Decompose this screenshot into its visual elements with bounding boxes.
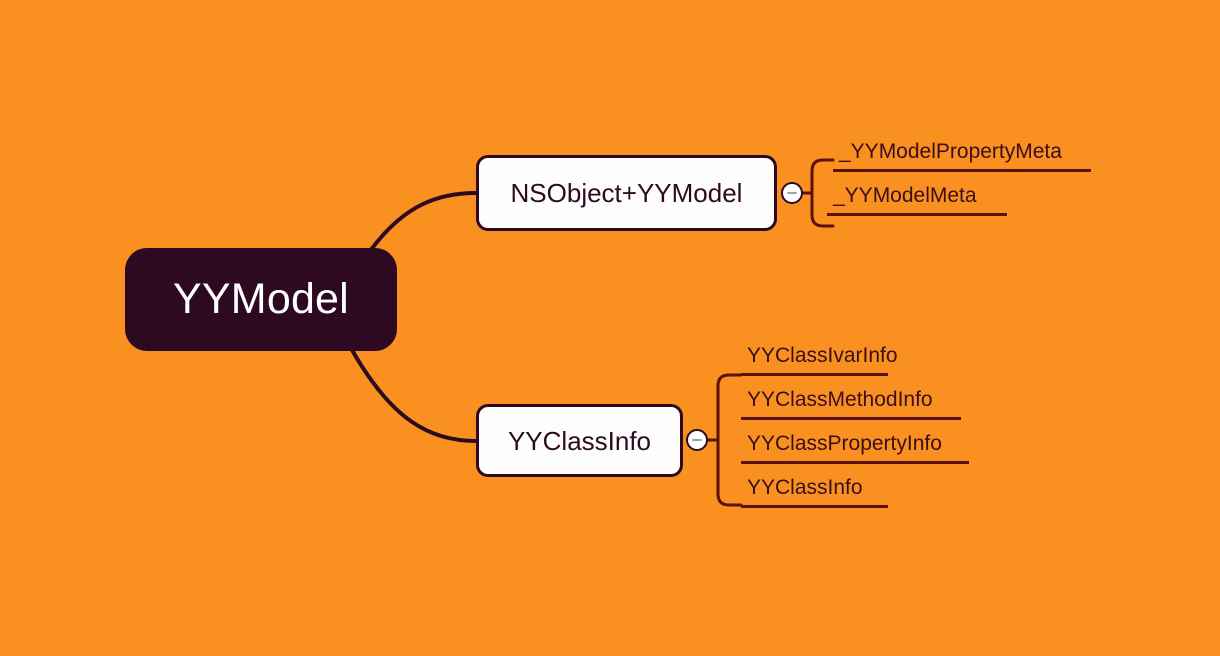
leaf-item-yyclassinfo[interactable]: YYClassInfo <box>741 477 888 508</box>
leaf-item-label: _YYModelPropertyMeta <box>839 140 1062 163</box>
leaf-item-label: _YYModelMeta <box>833 184 977 207</box>
minus-bar <box>692 439 702 441</box>
bracket-yyclassinfo-children <box>706 373 743 507</box>
branch-node-label: NSObject+YYModel <box>510 178 743 208</box>
leaf-item-label: YYClassPropertyInfo <box>747 432 942 455</box>
edge-root-to-yyclassinfo <box>350 348 478 443</box>
leaf-underline <box>741 505 888 508</box>
leaf-underline <box>741 461 969 464</box>
leaf-item-yymodelpropertymeta[interactable]: _YYModelPropertyMeta <box>833 141 1091 172</box>
branch-node-yyclassinfo[interactable]: YYClassInfo <box>476 404 683 477</box>
root-node-label: YYModel <box>173 275 349 323</box>
minus-circle-icon-yyclassinfo[interactable] <box>686 429 708 451</box>
edge-root-to-nsobject <box>368 191 478 253</box>
branch-node-nsobject-yymodel[interactable]: NSObject+YYModel <box>476 155 777 231</box>
leaf-item-yyclassivarinfo[interactable]: YYClassIvarInfo <box>741 345 904 376</box>
leaf-item-label: YYClassMethodInfo <box>747 388 933 411</box>
leaf-item-yymodelmeta[interactable]: _YYModelMeta <box>827 185 1007 216</box>
leaf-item-label: YYClassInfo <box>747 476 863 499</box>
root-node-yymodel[interactable]: YYModel <box>125 248 397 351</box>
minus-circle-icon-nsobject[interactable] <box>781 182 803 204</box>
branch-node-label: YYClassInfo <box>507 425 652 456</box>
leaf-underline <box>827 213 1007 216</box>
leaf-underline <box>741 417 961 420</box>
minus-bar <box>787 192 797 194</box>
leaf-underline <box>833 169 1091 172</box>
leaf-item-yyclassmethodinfo[interactable]: YYClassMethodInfo <box>741 389 961 420</box>
leaf-item-yyclasspropertyinfo[interactable]: YYClassPropertyInfo <box>741 433 969 464</box>
leaf-underline <box>741 373 888 376</box>
leaf-item-label: YYClassIvarInfo <box>747 344 898 367</box>
